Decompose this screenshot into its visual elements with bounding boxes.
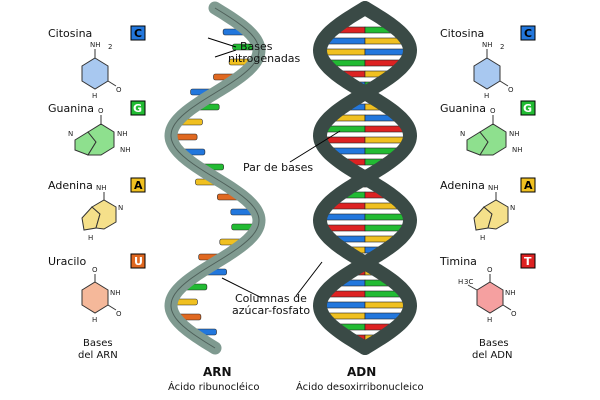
adenine-molecule-left: NH N H [81, 184, 123, 242]
right-base-name-3: Timina [439, 255, 477, 268]
right-base-name-1: Guanina [440, 102, 486, 115]
svg-text:O: O [116, 86, 122, 94]
right-base-badge-0: C [520, 25, 536, 41]
label-par-de-bases: Par de bases [243, 161, 313, 174]
svg-text:O: O [98, 107, 104, 115]
svg-text:T: T [524, 255, 532, 268]
svg-text:N: N [460, 130, 465, 138]
svg-text:O: O [487, 266, 493, 274]
svg-text:N: N [510, 204, 515, 212]
dna-subtitle: Ácido desoxirribonucleico [296, 380, 424, 393]
svg-text:A: A [524, 179, 533, 192]
svg-text:H: H [480, 234, 485, 242]
cytosine-molecule-left: NH 2 O H [81, 41, 122, 100]
svg-text:2: 2 [108, 43, 112, 51]
svg-text:H: H [487, 316, 492, 324]
svg-text:C: C [524, 27, 532, 40]
left-base-badge-1: G [130, 100, 146, 116]
uracil-molecule-left: O NH O H [81, 266, 122, 324]
left-base-name-2: Adenina [48, 179, 93, 192]
adenine-molecule-right: NH N H [473, 184, 515, 242]
svg-text:O: O [92, 266, 98, 274]
svg-text:H: H [92, 316, 97, 324]
svg-text:N: N [118, 204, 123, 212]
left-legend-caption-2: del ARN [78, 350, 118, 361]
svg-text:NH: NH [482, 41, 493, 49]
rna-backbone-edge [170, 7, 260, 349]
svg-text:N: N [68, 130, 73, 138]
left-legend-caption-1: Bases [83, 338, 113, 349]
svg-text:C: C [134, 27, 142, 40]
guanine-molecule-right: O NH NH N [460, 107, 523, 156]
svg-text:G: G [133, 102, 142, 115]
svg-text:G: G [523, 102, 532, 115]
left-base-name-0: Citosina [48, 27, 92, 40]
right-base-badge-1: G [520, 100, 536, 116]
right-base-legend: Citosina C Guanina G Adenina A Timina T [439, 25, 536, 269]
left-base-name-3: Uracilo [48, 255, 86, 268]
svg-text:A: A [134, 179, 143, 192]
svg-text:NH: NH [96, 184, 107, 192]
right-base-badge-2: A [520, 177, 536, 193]
annotation-par-de-bases: Par de bases [243, 130, 341, 174]
svg-text:NH: NH [512, 146, 523, 154]
rna-subtitle: Ácido ribunocléico [168, 380, 259, 393]
dna-title: ADN [347, 365, 376, 379]
right-legend-caption-2: del ADN [472, 350, 512, 361]
svg-text:NH: NH [120, 146, 131, 154]
thymine-molecule-right: H 3C O NH O H [458, 266, 517, 324]
annotation-bases-nitrogenadas: Bases nitrogenadas [207, 37, 301, 65]
rna-single-helix [164, 1, 266, 355]
label-nitrogenadas: nitrogenadas [228, 52, 301, 65]
svg-text:H: H [92, 92, 97, 100]
svg-text:3C: 3C [464, 278, 473, 286]
guanine-molecule-left: O NH NH N [68, 107, 131, 156]
svg-text:U: U [134, 255, 143, 268]
svg-text:NH: NH [488, 184, 499, 192]
label-columnas: Columnas de [235, 292, 307, 305]
svg-text:NH: NH [110, 289, 121, 297]
left-base-name-1: Guanina [48, 102, 94, 115]
label-bases: Bases [240, 40, 273, 53]
svg-text:NH: NH [505, 289, 516, 297]
right-base-badge-3: T [520, 253, 536, 269]
right-legend-caption-1: Bases [479, 338, 509, 349]
left-base-badge-2: A [130, 177, 146, 193]
label-azucar-fosfato: azúcar-fosfato [232, 304, 310, 317]
annotation-columnas: Columnas de azúcar-fosfato [221, 261, 323, 317]
left-base-badge-0: C [130, 25, 146, 41]
svg-text:NH: NH [90, 41, 101, 49]
svg-text:O: O [508, 86, 514, 94]
svg-text:H: H [484, 92, 489, 100]
svg-text:NH: NH [509, 130, 520, 138]
right-base-name-2: Adenina [440, 179, 485, 192]
cytosine-molecule-right: NH 2 O H [473, 41, 514, 100]
left-base-legend: Citosina C Guanina G Adenina A Uracilo U [48, 25, 146, 269]
rna-title: ARN [203, 365, 232, 379]
svg-text:O: O [490, 107, 496, 115]
svg-text:O: O [116, 310, 122, 318]
left-base-badge-3: U [130, 253, 146, 269]
svg-text:H: H [458, 278, 463, 286]
svg-text:O: O [511, 310, 517, 318]
svg-text:NH: NH [117, 130, 128, 138]
dna-double-helix [312, 1, 418, 355]
dna-backbone-1 [312, 1, 418, 355]
svg-text:H: H [88, 234, 93, 242]
right-base-name-0: Citosina [440, 27, 484, 40]
svg-text:2: 2 [500, 43, 504, 51]
